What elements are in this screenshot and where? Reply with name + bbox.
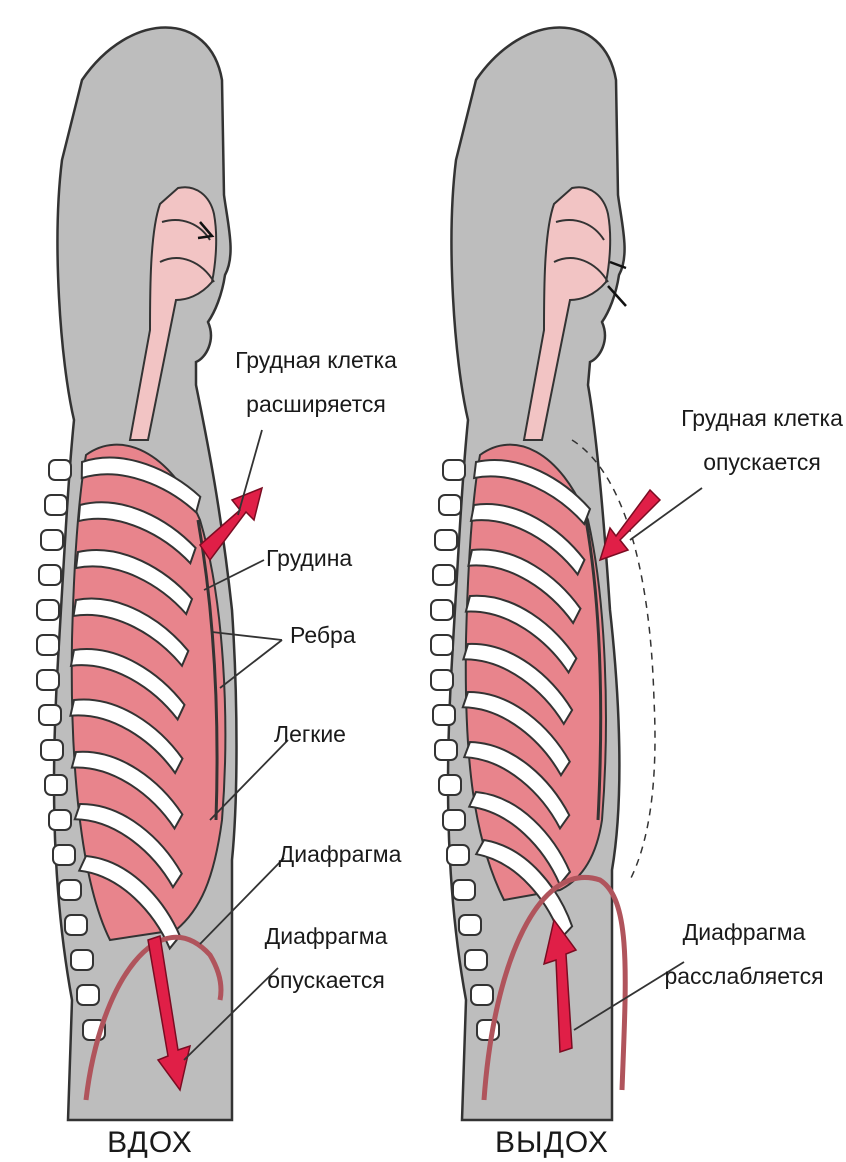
inhale-figure xyxy=(37,28,288,1121)
caption-inhale: ВДОХ xyxy=(107,1126,193,1159)
caption-exhale: ВЫДОХ xyxy=(495,1126,609,1159)
label-chest-lowers-1: Грудная клетка xyxy=(681,405,843,431)
label-diaphragm-relaxes-1: Диафрагма xyxy=(683,919,806,945)
label-lungs: Легкие xyxy=(274,721,346,747)
label-chest-expands-2: расширяется xyxy=(246,391,386,417)
label-chest-lowers-2: опускается xyxy=(703,449,821,475)
label-chest-expands-1: Грудная клетка xyxy=(235,347,397,373)
label-diaphragm-relaxes-2: расслабляется xyxy=(664,963,823,989)
label-diaphragm: Диафрагма xyxy=(279,841,402,867)
label-ribs: Ребра xyxy=(290,622,356,648)
label-diaphragm-lowers-2: опускается xyxy=(267,967,385,993)
label-sternum: Грудина xyxy=(266,545,352,571)
label-diaphragm-lowers-1: Диафрагма xyxy=(265,923,388,949)
exhale-figure xyxy=(431,28,702,1121)
